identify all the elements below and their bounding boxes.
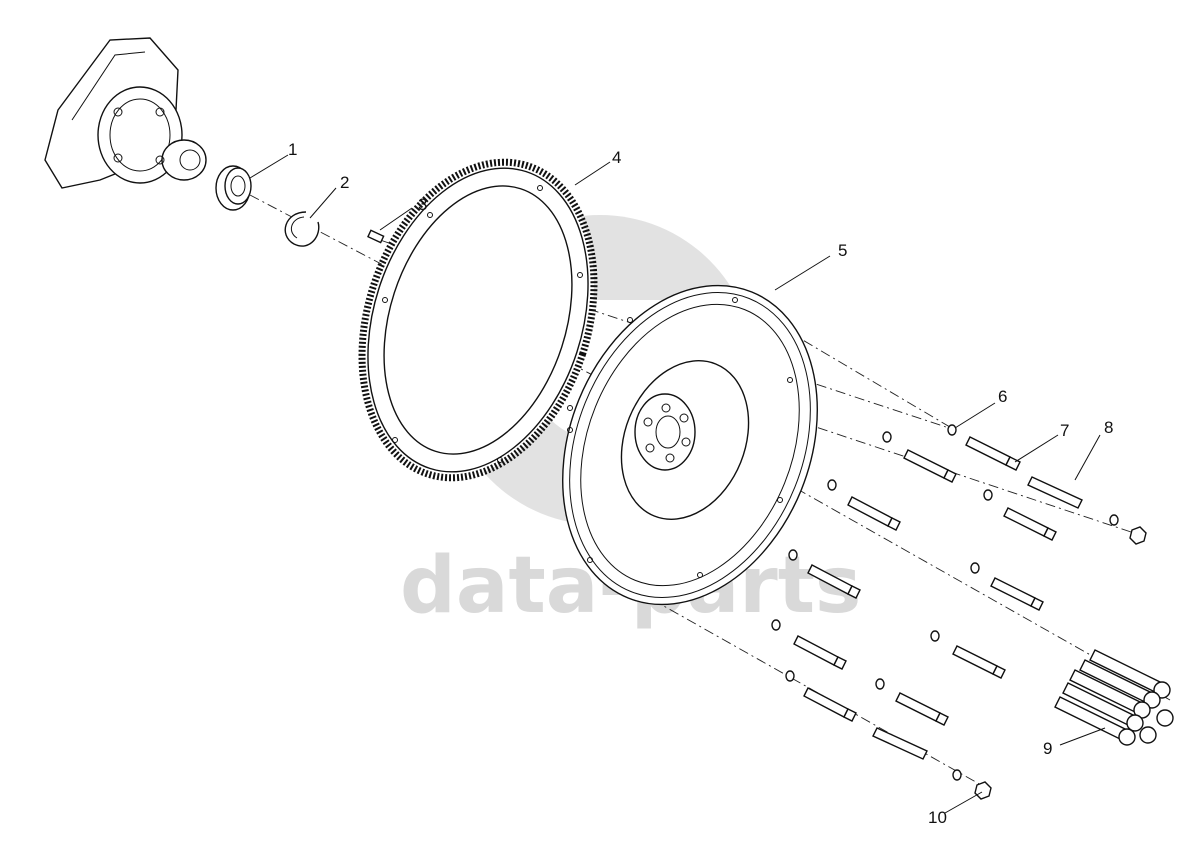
callout-5: 5 <box>838 241 847 260</box>
dowel-pin <box>367 229 385 244</box>
bearing <box>215 165 252 211</box>
callout-4: 4 <box>612 148 621 167</box>
callout-8: 8 <box>1104 418 1113 437</box>
leader-lines <box>249 154 1106 814</box>
engine-housing <box>44 37 207 189</box>
callout-labels: 1 2 3 4 5 6 7 8 9 10 <box>288 140 1113 827</box>
callout-3: 3 <box>418 195 427 214</box>
callout-1: 1 <box>288 140 297 159</box>
ring-gear <box>358 158 598 482</box>
bolt-bundle <box>1054 649 1174 746</box>
callout-2: 2 <box>340 173 349 192</box>
nuts <box>974 526 1147 800</box>
bolts <box>793 436 1083 760</box>
flywheel <box>562 284 818 606</box>
callout-6: 6 <box>998 387 1007 406</box>
callout-9: 9 <box>1043 739 1052 758</box>
snap-ring <box>284 211 320 247</box>
callout-7: 7 <box>1060 421 1069 440</box>
washers <box>771 424 1119 781</box>
callout-10: 10 <box>928 808 947 827</box>
